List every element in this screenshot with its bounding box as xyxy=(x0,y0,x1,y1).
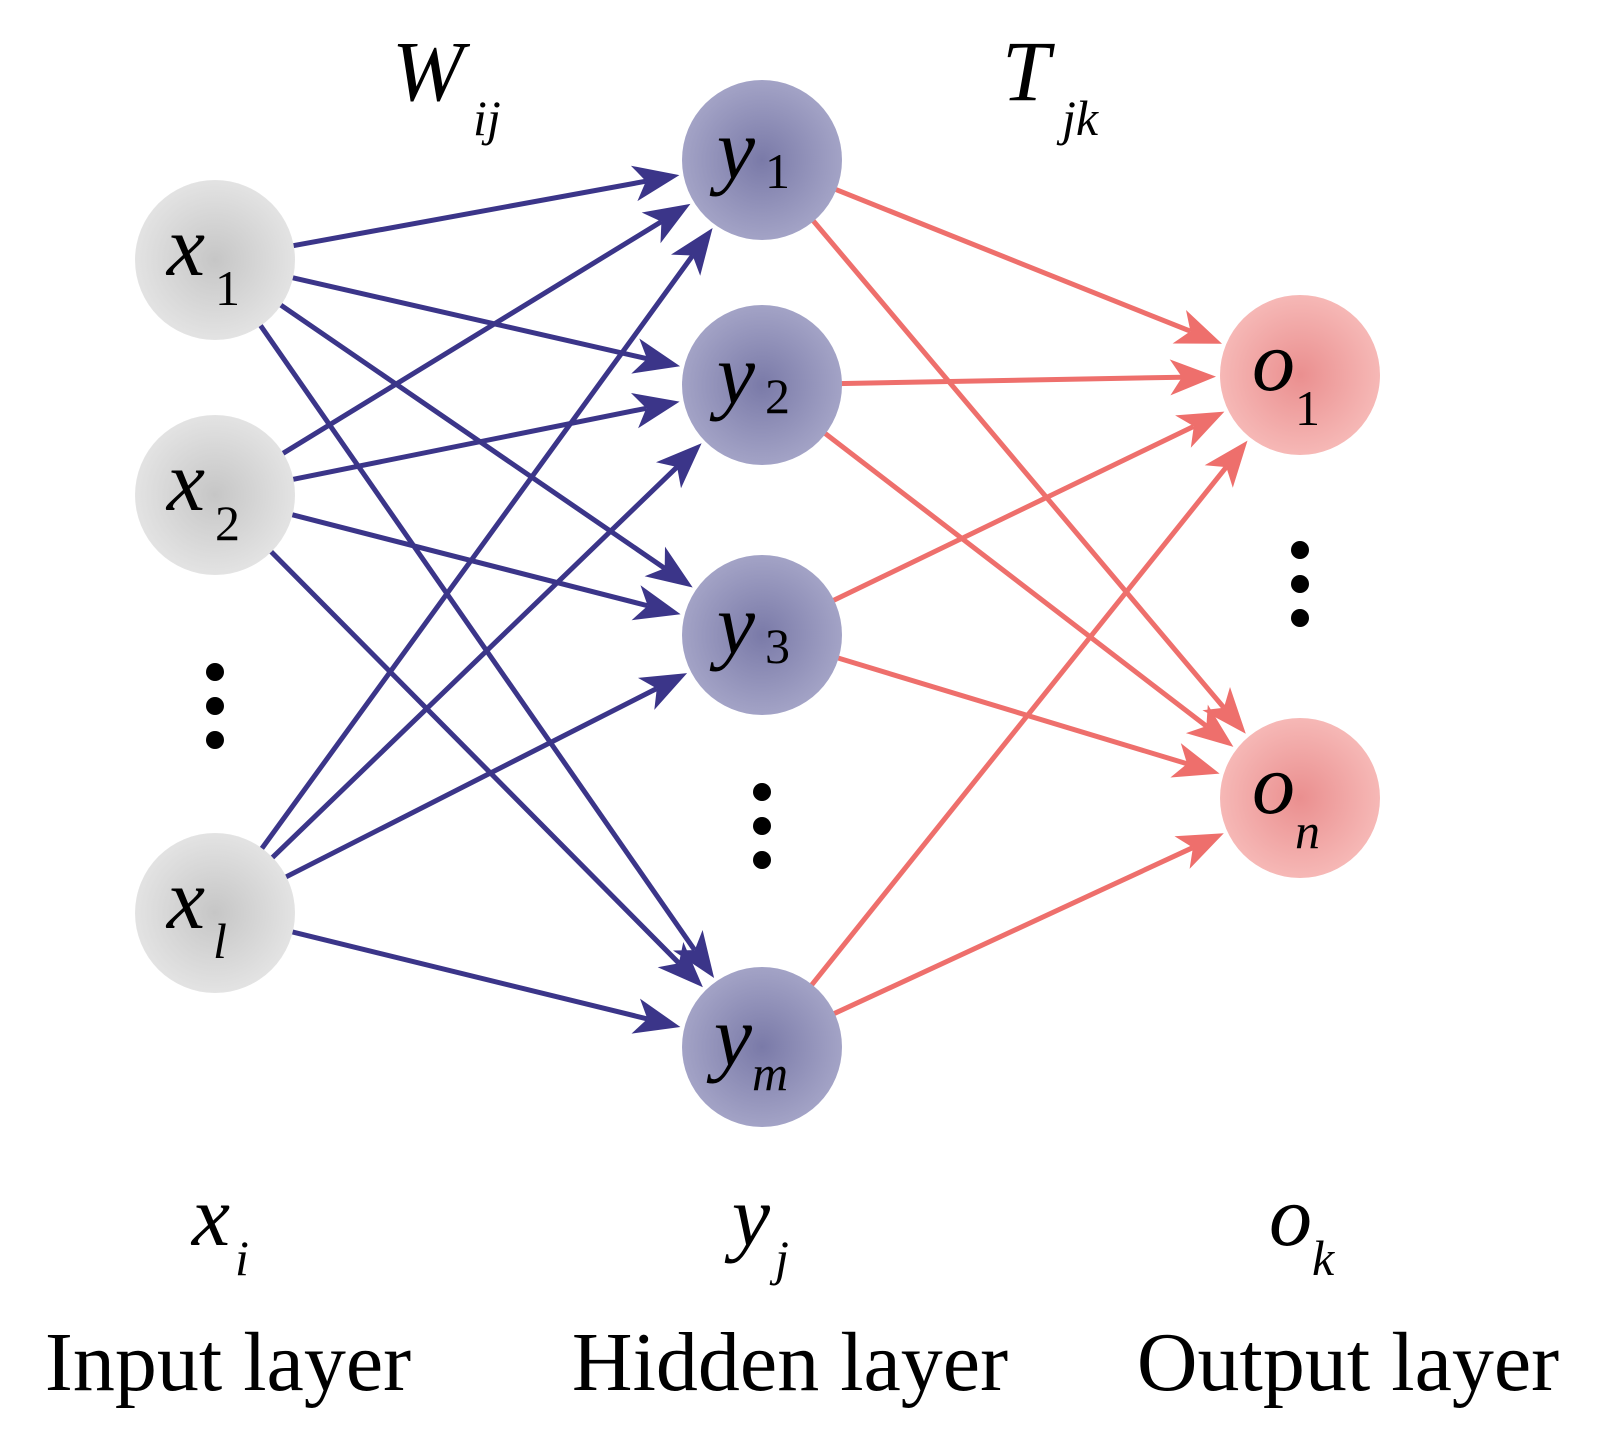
input-hidden-edge-2-3 xyxy=(288,928,648,1022)
node-subscript: 2 xyxy=(215,495,240,551)
hidden-output-arrowhead-1-1 xyxy=(1185,704,1234,747)
node-symbol: y xyxy=(709,576,756,672)
input-hidden-edge-0-0 xyxy=(289,178,647,249)
node-subscript: 3 xyxy=(765,618,790,674)
node-symbol: o xyxy=(1252,313,1295,409)
input-hidden-edge-0-3 xyxy=(256,320,697,952)
node-subscript: n xyxy=(1295,803,1320,859)
input-hidden-edge-1-0 xyxy=(278,219,663,458)
input-hidden-arrowhead-0-0 xyxy=(630,165,680,202)
input-hidden-edge-0-2 xyxy=(276,300,667,571)
output-layer-variable: o k xyxy=(1269,1168,1335,1286)
hidden-node-y1: y 1 xyxy=(682,80,842,240)
input-ellipsis xyxy=(206,663,224,749)
weight-label-t: T jk xyxy=(1002,23,1099,146)
hidden-output-arrowhead-0-0 xyxy=(1172,310,1222,344)
input-hidden-edge-2-1 xyxy=(267,465,679,863)
hidden-output-connections xyxy=(807,185,1248,1018)
output-ellipsis xyxy=(1291,541,1309,627)
hidden-layer-caption: Hidden layer xyxy=(572,1316,1008,1409)
hidden-output-arrowhead-3-1 xyxy=(1174,833,1224,869)
hidden-output-edge-3-0 xyxy=(807,465,1229,990)
input-hidden-edge-1-3 xyxy=(266,547,681,965)
node-subscript: 2 xyxy=(765,368,790,424)
hidden-layer-variable: y j xyxy=(724,1168,789,1286)
input-node-x2: x 2 xyxy=(135,415,295,575)
input-hidden-connections xyxy=(256,165,715,1034)
hidden-output-arrowhead-2-0 xyxy=(1175,411,1225,448)
node-symbol: o xyxy=(1252,736,1295,832)
hidden-node-y2: y 2 xyxy=(682,305,842,465)
hidden-output-arrowhead-1-0 xyxy=(1169,359,1216,396)
node-symbol: x xyxy=(165,433,205,529)
node-symbol: y xyxy=(709,101,756,197)
output-node-o1: o 1 xyxy=(1220,295,1380,455)
hidden-output-edge-2-1 xyxy=(834,654,1188,767)
input-hidden-arrowhead-1-2 xyxy=(631,585,681,621)
input-hidden-arrowhead-0-3 xyxy=(673,930,715,978)
variable-subscript: k xyxy=(1312,1230,1335,1286)
input-hidden-arrowhead-0-2 xyxy=(644,546,693,588)
variable-subscript: j xyxy=(769,1230,789,1286)
output-layer-caption: Output layer xyxy=(1137,1316,1559,1409)
hidden-output-edge-3-1 xyxy=(829,845,1194,1018)
variable-symbol: o xyxy=(1269,1168,1312,1264)
node-subscript: 1 xyxy=(215,260,240,316)
input-layer-nodes: x 1 x 2 x l xyxy=(135,180,295,993)
weight-subscript: ij xyxy=(473,90,501,146)
weight-subscript: jk xyxy=(1056,90,1099,146)
hidden-output-edge-2-0 xyxy=(829,424,1195,605)
hidden-output-edge-1-1 xyxy=(820,429,1208,729)
node-subscript: m xyxy=(752,1045,788,1101)
input-hidden-edge-1-2 xyxy=(288,511,649,609)
input-hidden-edge-0-1 xyxy=(288,274,648,362)
input-hidden-arrowhead-1-1 xyxy=(631,393,680,429)
weight-symbol: T xyxy=(1002,23,1055,119)
node-symbol: y xyxy=(706,988,753,1084)
node-symbol: y xyxy=(709,326,756,422)
hidden-output-edge-1-0 xyxy=(837,374,1183,387)
hidden-output-edge-0-1 xyxy=(809,216,1226,710)
hidden-node-ym: y m xyxy=(682,967,842,1127)
node-symbol: x xyxy=(165,851,205,947)
node-symbol: x xyxy=(165,198,205,294)
input-hidden-arrowhead-1-0 xyxy=(641,203,691,244)
hidden-output-arrowhead-0-1 xyxy=(1202,687,1246,734)
hidden-node-y3: y 3 xyxy=(682,555,842,715)
hidden-layer-nodes: y 1 y 2 y 3 y m xyxy=(682,80,842,1127)
input-hidden-arrowhead-2-3 xyxy=(631,998,681,1034)
hidden-output-edge-0-0 xyxy=(831,185,1192,334)
input-node-xl: x l xyxy=(135,833,295,993)
input-layer-caption: Input layer xyxy=(45,1316,411,1409)
input-hidden-arrowhead-2-1 xyxy=(656,443,702,489)
output-node-on: o n xyxy=(1220,718,1380,878)
input-hidden-arrowhead-2-0 xyxy=(671,228,713,276)
hidden-output-arrowhead-3-0 xyxy=(1204,440,1248,488)
input-hidden-arrowhead-1-3 xyxy=(657,942,703,988)
hidden-output-arrowhead-2-1 xyxy=(1170,743,1220,778)
input-hidden-edge-2-2 xyxy=(281,686,658,881)
node-subscript: 1 xyxy=(1295,380,1320,436)
variable-subscript: i xyxy=(235,1230,249,1286)
hidden-ellipsis xyxy=(753,783,771,869)
input-node-x1: x 1 xyxy=(135,180,295,340)
output-layer-nodes: o 1 o n xyxy=(1220,295,1380,878)
node-subscript: 1 xyxy=(765,143,790,199)
variable-symbol: y xyxy=(724,1168,771,1264)
input-hidden-edge-1-1 xyxy=(289,405,647,483)
input-hidden-arrowhead-2-2 xyxy=(638,673,688,710)
variable-symbol: x xyxy=(190,1168,230,1264)
node-subscript: l xyxy=(213,913,227,969)
weight-symbol: W xyxy=(392,23,471,119)
input-hidden-arrowhead-0-1 xyxy=(631,338,681,374)
input-hidden-edge-2-0 xyxy=(257,253,695,853)
weight-label-w: W ij xyxy=(392,23,501,146)
input-layer-variable: x i xyxy=(190,1168,249,1286)
